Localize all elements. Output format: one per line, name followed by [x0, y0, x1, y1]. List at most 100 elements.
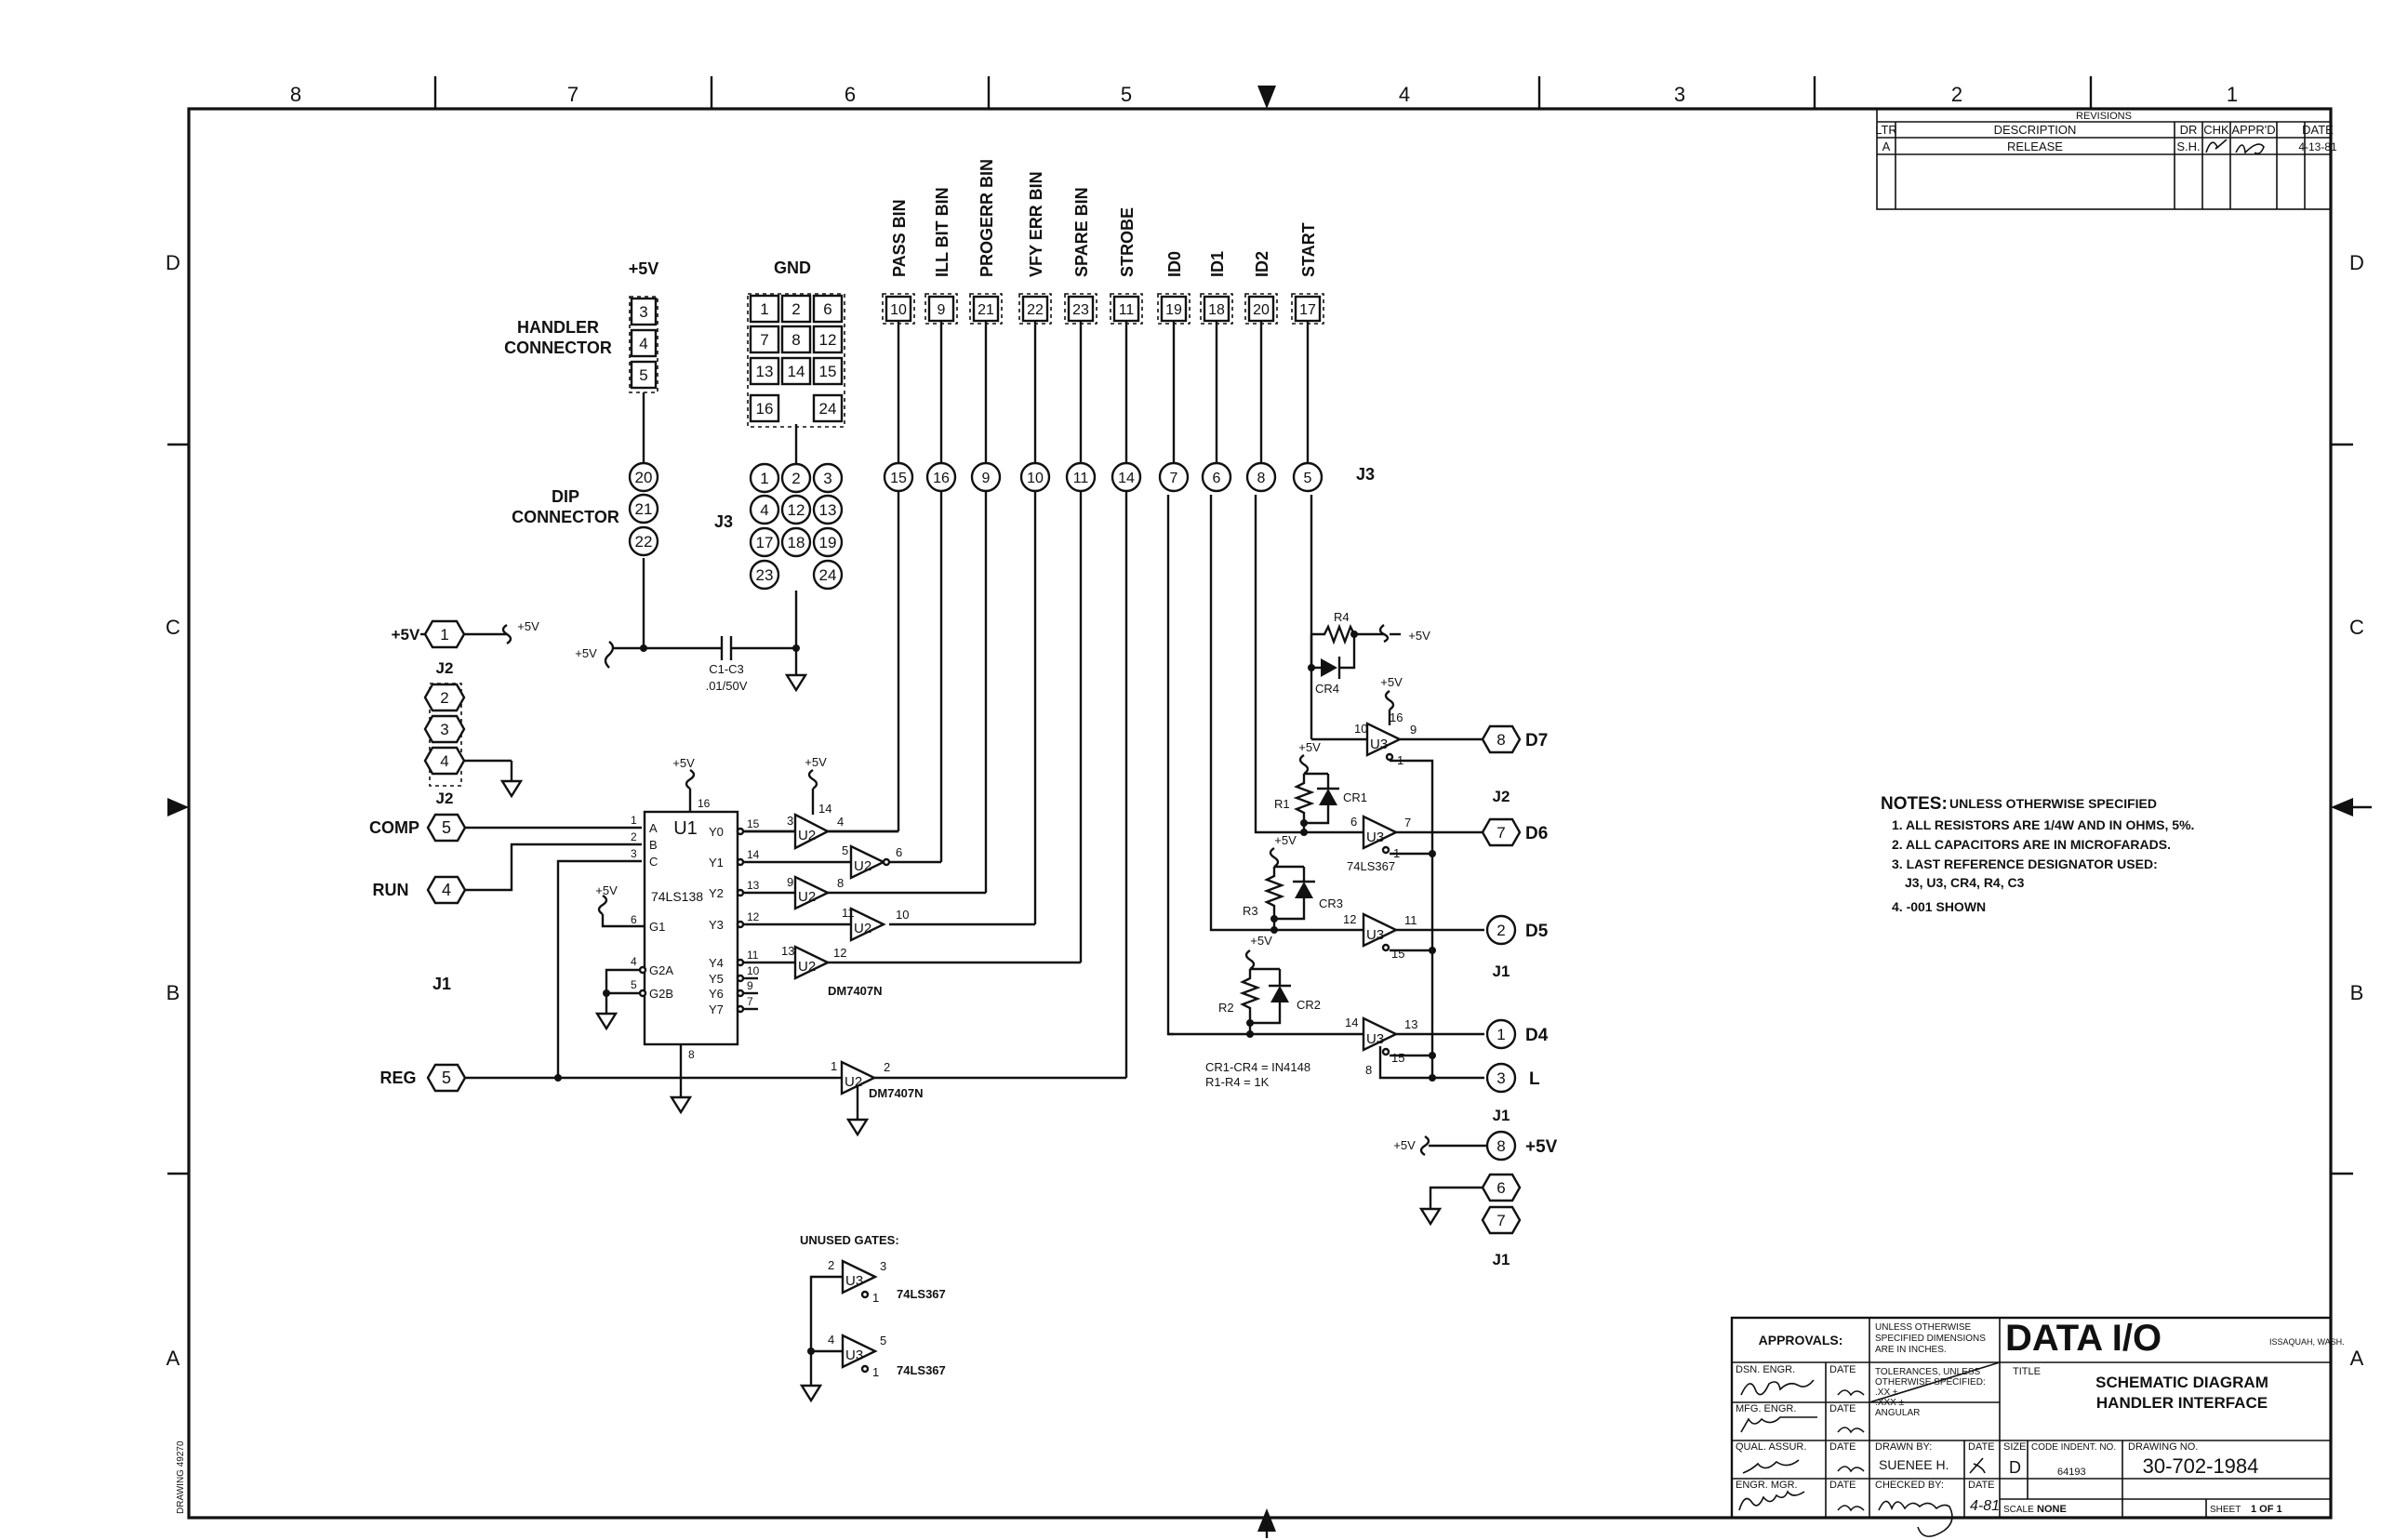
code-indent-value: 64193 [2057, 1467, 2086, 1478]
handler-gnd-pin-13: 13 [756, 363, 774, 380]
zone-labels: 8 7 6 5 4 3 2 1 D C B A D C B A [166, 83, 2364, 1370]
gnd-header: GND [774, 259, 811, 277]
dip-gnd-pin-17: 17 [756, 534, 774, 551]
u1-out-name: Y7 [709, 1002, 724, 1016]
d7-label: D7 [1525, 731, 1548, 750]
handler-pin-number: 18 [1208, 302, 1225, 318]
dip-pin-21-label: 21 [635, 500, 653, 518]
handler-pin-number: 17 [1299, 302, 1316, 318]
j2-supply-left-label: +5V [392, 626, 420, 644]
dip-pin-number: 6 [1213, 471, 1221, 486]
dip-pin-number: 16 [933, 471, 950, 486]
handler-gnd-pin-7: 7 [760, 331, 768, 349]
cr4-label: CR4 [1315, 682, 1339, 696]
u3-ref-1: U3 [1370, 737, 1388, 752]
rev-header-date: DATE [2302, 123, 2334, 137]
dip-pin-circle [1292, 461, 1324, 493]
role-engr-mgr: ENGR. MGR. [1736, 1480, 1798, 1491]
u2-ref-1: U2 [798, 828, 816, 843]
plus5v-connector-pins: 3 4 5 20 21 22 [628, 296, 659, 648]
approvals-label: APPROVALS: [1759, 1333, 1843, 1348]
handler-gnd-pin-1: 1 [760, 300, 768, 318]
checked-date-value: 4-81 [1970, 1498, 2000, 1514]
unused-pin-1-b: 1 [872, 1365, 879, 1379]
u3-ref-4: U3 [1366, 1031, 1384, 1047]
u2-pin-8: 8 [837, 876, 844, 890]
r4-label: R4 [1334, 610, 1350, 624]
handler-pin-4-label: 4 [639, 335, 647, 352]
r3-supply-label: +5V [1274, 833, 1297, 847]
handler-pin-number: 23 [1072, 302, 1089, 318]
role-mfg-engr: MFG. ENGR. [1736, 1403, 1796, 1414]
date-scribble-1 [1837, 1389, 1865, 1397]
handler-pin-box [1247, 295, 1275, 323]
handler-pin-box [1067, 295, 1095, 323]
handler-gnd-pin-16: 16 [756, 400, 774, 418]
dip-pin-20-label: 20 [635, 469, 653, 486]
zone-row-c-left: C [166, 616, 180, 639]
u1-out-bubble [736, 888, 745, 897]
handler-pin-box [1203, 295, 1230, 323]
diode-note-1: CR1-CR4 = IN4148 [1205, 1060, 1310, 1074]
zone-row-c-right: C [2349, 616, 2364, 639]
handler-pin-box [1160, 295, 1188, 323]
u1-in-g1: G1 [649, 920, 665, 934]
drawing-stamp: DRAWING 49270 [176, 1440, 186, 1514]
title-label: TITLE [2013, 1366, 2041, 1377]
d4-label: D4 [1525, 1026, 1549, 1045]
diode-note-2: R1-R4 = 1K [1205, 1075, 1270, 1089]
zone-col-6: 6 [845, 83, 856, 106]
u1-out-bubble [736, 974, 745, 983]
u2-ref-5: U2 [798, 959, 816, 975]
engr-mgr-signature [1738, 1490, 1805, 1511]
unused-gates: UNUSED GATES: U3 2 3 1 74LS367 U3 4 5 1 … [799, 1233, 946, 1403]
j2-bottom-label: J2 [436, 790, 454, 807]
u1-out-bubble [736, 958, 745, 967]
unused-gates-label: UNUSED GATES: [800, 1233, 899, 1247]
u1-g1-supply-label: +5V [595, 883, 618, 897]
dip-connector-label-1: DIP [552, 487, 579, 506]
u1-out-name: Y4 [709, 956, 724, 970]
handler-pin-3 [630, 297, 658, 326]
dip-pin-circle [1245, 461, 1277, 493]
u1-out-bubble [736, 827, 745, 836]
gnd-connector-pins: 1 2 6 7 8 12 13 14 15 16 24 1 2 3 4 12 1… [747, 293, 845, 651]
rev-row-ltr: A [1882, 139, 1891, 153]
zone-row-d-left: D [166, 251, 180, 274]
handler-pin-box [927, 295, 955, 323]
drawing-no-value: 30-702-1984 [2143, 1454, 2259, 1478]
signal-label-vfy-err-bin: VFY ERR BIN [1027, 171, 1045, 277]
connector-headers: +5V GND HANDLER CONNECTOR DIP CONNECTOR … [504, 259, 1375, 531]
handler-pin-number: 10 [890, 302, 907, 318]
tol-5: ANGULAR [1875, 1408, 1920, 1418]
j3-label-right: J3 [1356, 465, 1375, 484]
rev-apprd-initials [2235, 143, 2265, 154]
zone-col-4: 4 [1399, 83, 1410, 106]
output-connectors: 8 D7 J2 7 D6 2 D5 J1 1 D4 3 L J1 +5V 8 +… [1393, 724, 1558, 1268]
j1-inputs-label: J1 [432, 975, 451, 993]
u3-gate-2 [1362, 815, 1399, 850]
unused-pin-2: 2 [828, 1258, 834, 1272]
u3-pin-11: 11 [1404, 913, 1417, 927]
u1-pin-1: 1 [631, 814, 637, 827]
zone-row-a-left: A [166, 1347, 180, 1370]
date-label-6: DATE [1968, 1480, 1995, 1491]
role-qual-assur: QUAL. ASSUR. [1736, 1441, 1806, 1453]
l-label: L [1529, 1069, 1540, 1089]
tol-note-1: UNLESS OTHERWISE [1875, 1322, 1971, 1333]
u1-out-name: Y6 [709, 987, 724, 1001]
u2-supply-label: +5V [805, 755, 827, 769]
run-label: RUN [373, 881, 409, 899]
u1-pin-3: 3 [631, 847, 637, 860]
out-pin-plus5v-label: 8 [1496, 1137, 1505, 1155]
date-label-3: DATE [1829, 1441, 1856, 1453]
rev-header-ltr: LTR [1875, 123, 1897, 137]
dip-pin-21 [628, 493, 659, 524]
u1-out-name: Y3 [709, 918, 724, 932]
dip-pin-number: 9 [982, 471, 991, 486]
dip-pin-number: 15 [890, 471, 907, 486]
rev-row-dr: S.H. [2176, 139, 2200, 153]
handler-pin-4 [630, 328, 658, 358]
u1-out-bubble [736, 857, 745, 867]
dip-pin-number: 7 [1170, 471, 1178, 486]
